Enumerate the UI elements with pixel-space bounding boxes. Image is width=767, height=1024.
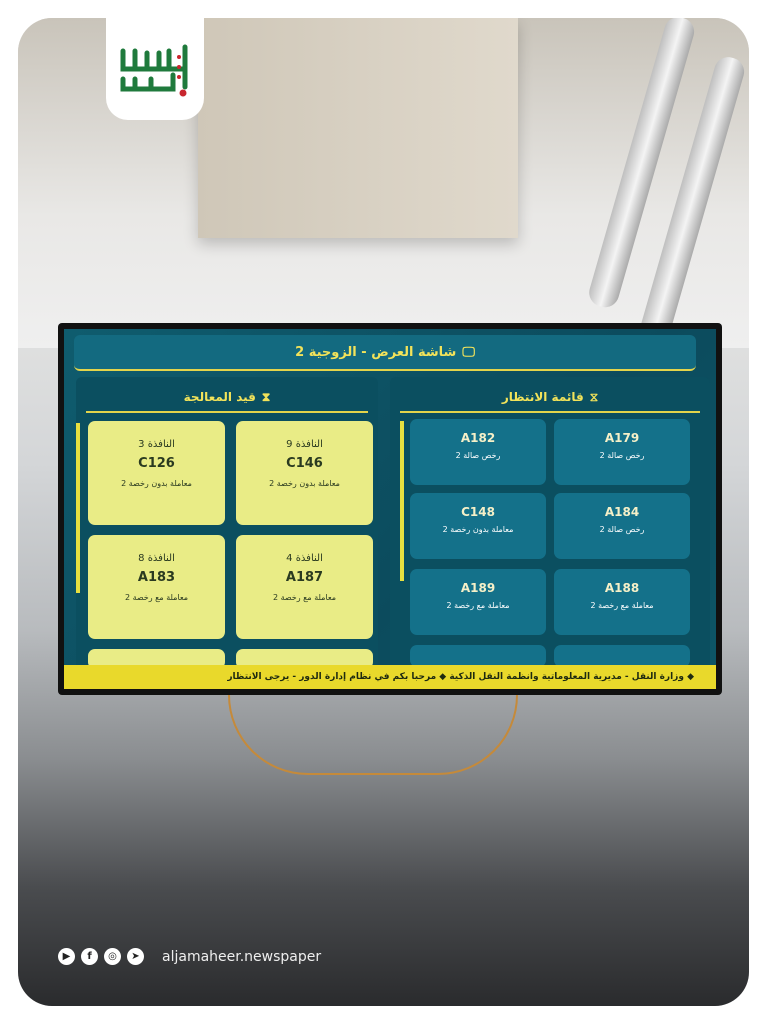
waiting-card: C148 معاملة بدون رخصة 2: [410, 493, 546, 559]
social-footer: ▶ f ◎ ➤ aljamaheer.newspaper: [58, 948, 321, 965]
service-label: معاملة مع رخصة 2: [590, 601, 654, 610]
ticket-number: C126: [138, 456, 175, 471]
service-label: معاملة مع رخصة 2: [446, 601, 510, 610]
service-label: معاملة بدون رخصة 2: [442, 525, 514, 534]
processing-card: النافذة 8 A183 معاملة مع رخصة 2: [88, 535, 225, 639]
waiting-card-partial: [410, 645, 546, 667]
monitor-icon: 🖵: [462, 344, 475, 360]
ticket-number: A179: [604, 431, 640, 445]
hourglass-icon: ⧗: [261, 389, 271, 404]
processing-card-partial: [236, 649, 373, 669]
service-label: معاملة بدون رخصة 2: [121, 479, 192, 488]
logo-mark-icon: [120, 44, 188, 97]
service-label: رخص صالة 2: [599, 451, 645, 460]
ticket-number: C146: [286, 456, 323, 471]
ticket-number: C148: [461, 505, 495, 519]
window-label: النافذة 8: [138, 553, 175, 564]
waiting-title: قائمة الانتظار: [501, 390, 584, 404]
waiting-card: A182 رخص صالة 2: [410, 419, 546, 485]
service-label: معاملة مع رخصة 2: [124, 593, 189, 602]
ticker-text: ◆ وزارة النقل - مديرية المعلوماتية وانظم…: [227, 672, 694, 682]
waiting-card-partial: [554, 645, 690, 667]
ticket-number: A187: [285, 570, 324, 585]
ticket-number: A184: [604, 505, 640, 519]
ticket-number: A183: [137, 570, 176, 585]
service-label: معاملة مع رخصة 2: [272, 593, 337, 602]
scroll-indicator: [400, 421, 404, 581]
scroll-indicator: [76, 423, 80, 593]
processing-card: النافذة 3 C126 معاملة بدون رخصة 2: [88, 421, 225, 525]
news-ticker: ◆ وزارة النقل - مديرية المعلوماتية وانظم…: [64, 665, 716, 689]
service-label: معاملة بدون رخصة 2: [269, 479, 340, 488]
display-title: شاشة العرض - الزوجية 2: [295, 344, 457, 360]
display-header: 🖵 شاشة العرض - الزوجية 2: [74, 335, 696, 371]
processing-card: النافذة 9 C146 معاملة بدون رخصة 2: [236, 421, 373, 525]
processing-title: قيد المعالجة: [183, 390, 256, 404]
instagram-icon[interactable]: ◎: [104, 948, 121, 965]
cable: [228, 695, 518, 775]
hourglass-icon: ⧖: [589, 389, 599, 404]
waiting-panel: ⧖ قائمة الانتظار A182 رخص صالة 2 A179 رخص ص…: [390, 377, 710, 672]
window-label: النافذة 4: [286, 553, 323, 564]
telegram-icon[interactable]: ➤: [127, 948, 144, 965]
youtube-icon[interactable]: ▶: [58, 948, 75, 965]
waiting-card: A188 معاملة مع رخصة 2: [554, 569, 690, 635]
window-label: النافذة 3: [138, 439, 175, 450]
window-label: النافذة 9: [286, 439, 323, 450]
queue-display: 🖵 شاشة العرض - الزوجية 2 ⧗ قيد المعالجة ا…: [64, 329, 716, 689]
processing-card-partial: [88, 649, 225, 669]
waiting-card: A179 رخص صالة 2: [554, 419, 690, 485]
ticket-number: A188: [604, 581, 640, 595]
service-label: رخص صالة 2: [599, 525, 645, 534]
service-label: رخص صالة 2: [455, 451, 501, 460]
processing-panel: ⧗ قيد المعالجة النافذة 9 C146 معاملة بدون ر…: [76, 377, 378, 672]
waiting-card: A184 رخص صالة 2: [554, 493, 690, 559]
newspaper-logo: [106, 18, 204, 120]
concrete-beam: [198, 18, 518, 238]
ticket-number: A182: [460, 431, 496, 445]
processing-card: النافذة 4 A187 معاملة مع رخصة 2: [236, 535, 373, 639]
waiting-card: A189 معاملة مع رخصة 2: [410, 569, 546, 635]
facebook-icon[interactable]: f: [81, 948, 98, 965]
social-handle[interactable]: aljamaheer.newspaper: [162, 948, 322, 965]
ticket-number: A189: [460, 581, 496, 595]
photo-frame: 🖵 شاشة العرض - الزوجية 2 ⧗ قيد المعالجة ا…: [18, 18, 749, 1006]
tv-screen: 🖵 شاشة العرض - الزوجية 2 ⧗ قيد المعالجة ا…: [58, 323, 722, 695]
